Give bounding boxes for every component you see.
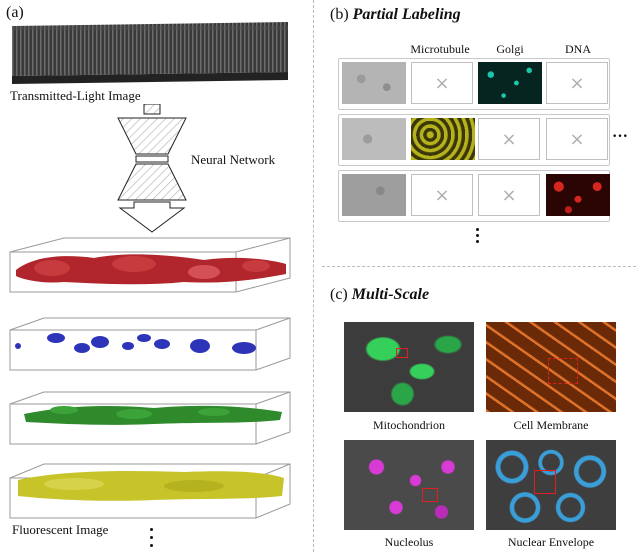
sample-row-2	[338, 114, 610, 166]
more-layers-dot	[150, 528, 153, 531]
cell-membrane-image	[486, 322, 616, 412]
nucleolus-layer	[9, 317, 291, 371]
nuclear-envelope-image	[486, 440, 616, 530]
caption-nuclear-envelope: Nuclear Envelope	[507, 535, 595, 549]
missing-label-cell	[411, 174, 473, 216]
mitochondrion-image	[344, 322, 474, 412]
zoom-box	[396, 348, 408, 358]
missing-label-cell	[546, 118, 608, 160]
missing-label-cell	[478, 174, 540, 216]
zoom-box	[548, 358, 578, 384]
brightfield-image	[342, 174, 406, 216]
missing-label-cell	[546, 62, 608, 104]
nucleolus-image	[344, 440, 474, 530]
sample-row-1	[338, 58, 610, 110]
more-rows-dot	[476, 240, 479, 243]
panel-c-heading: (c) Multi-Scale	[330, 286, 429, 304]
fluorescent-layers	[9, 237, 291, 519]
more-rows-dot	[476, 228, 479, 231]
more-columns-ellipsis: ···	[612, 128, 629, 145]
column-golgi: Golgi	[496, 42, 524, 56]
more-layers-dot	[150, 536, 153, 539]
neural-network-label: Neural Network	[191, 152, 276, 167]
microtubule-layer	[9, 463, 291, 519]
brightfield-image	[342, 62, 406, 104]
dna-layer	[9, 237, 291, 293]
golgi-image	[478, 62, 542, 104]
column-dna: DNA	[565, 42, 591, 56]
panel-c-label: (c)	[330, 286, 348, 303]
column-microtubule: Microtubule	[410, 42, 470, 56]
brightfield-image	[342, 118, 406, 160]
neural-network-icon	[117, 104, 187, 233]
caption-nucleolus: Nucleolus	[384, 535, 434, 549]
panel-a-label: (a)	[6, 4, 24, 21]
microtubule-image	[411, 118, 475, 160]
caption-mitochondrion: Mitochondrion	[373, 418, 445, 432]
transmitted-light-caption: Transmitted-Light Image	[10, 88, 141, 103]
zoom-box	[534, 470, 556, 494]
panel-b-heading: (b) Partial Labeling	[330, 6, 461, 24]
more-layers-dot	[150, 544, 153, 547]
caption-cell-membrane: Cell Membrane	[513, 418, 589, 432]
panel-b-label: (b)	[330, 6, 349, 23]
zoom-box	[422, 488, 438, 502]
panel-c-title: Multi-Scale	[351, 286, 430, 303]
missing-label-cell	[411, 62, 473, 104]
mitochondrion-layer	[9, 391, 291, 445]
fluorescent-caption: Fluorescent Image	[12, 522, 109, 537]
vertical-divider	[313, 0, 314, 552]
panel-b-title: Partial Labeling	[352, 6, 461, 23]
missing-label-cell	[478, 118, 540, 160]
more-rows-dot	[476, 234, 479, 237]
transmitted-light-volume	[12, 22, 288, 84]
dna-image	[546, 174, 610, 216]
horizontal-divider	[322, 266, 636, 267]
